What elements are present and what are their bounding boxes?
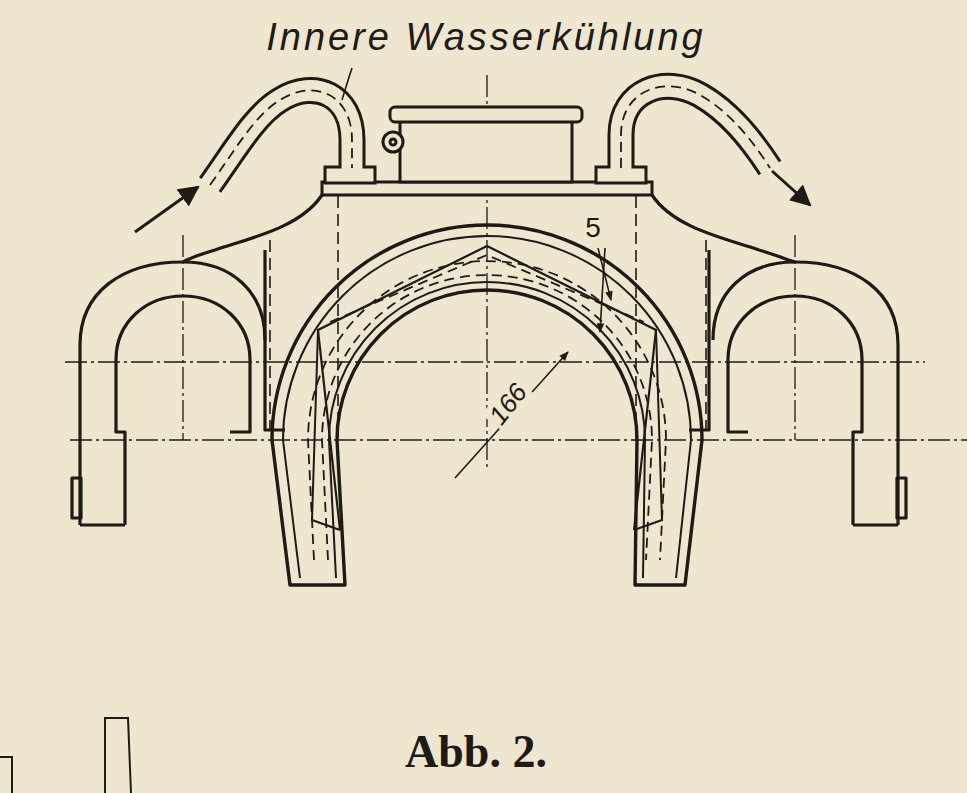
- drawing-line: [342, 68, 352, 100]
- drawing-line: [713, 262, 898, 525]
- drawing-line: [72, 478, 81, 518]
- drawing-line: [318, 246, 656, 530]
- drawing-line: [330, 255, 644, 322]
- drawing-line: [0, 757, 12, 793]
- drawing-line: [635, 196, 637, 438]
- drawing-line: [272, 225, 702, 585]
- drawing-line: [455, 352, 568, 478]
- drawing-line: [390, 139, 396, 145]
- drawing-line: [116, 296, 250, 525]
- arch: [272, 225, 702, 585]
- center-lines: [65, 75, 967, 470]
- figure-caption: Abb. 2.: [405, 727, 547, 778]
- drawing-line: [390, 107, 582, 122]
- drawing-line: [853, 523, 898, 526]
- drawing-line: [794, 235, 795, 440]
- drawing-line: [634, 330, 662, 530]
- drawing-line: [308, 261, 666, 560]
- drawing-line: [728, 296, 862, 525]
- drawing-line: [652, 195, 795, 262]
- drawing-line: [183, 195, 322, 262]
- drawing-line: [208, 90, 352, 188]
- dimension-label: 166: [482, 376, 535, 433]
- drawing-line: [105, 718, 131, 793]
- drawing-line: [135, 187, 198, 232]
- cooling-pipes: [208, 86, 772, 188]
- drawing-line: [312, 330, 340, 530]
- drawing-line: [772, 171, 810, 205]
- drawing-line: [210, 90, 352, 185]
- drawing-line: [337, 196, 339, 438]
- cover-plate: [322, 107, 652, 195]
- left-ear: [72, 262, 265, 525]
- body-outline: [183, 195, 795, 430]
- flow-arrows: [135, 171, 810, 232]
- dimension-label: 5: [582, 213, 604, 244]
- drawing-line: [283, 236, 691, 578]
- drawing-line: [383, 132, 403, 152]
- drawing-line: [897, 478, 906, 518]
- drawing-line: [322, 275, 652, 560]
- right-ear: [713, 262, 906, 525]
- drawing-line: [269, 240, 271, 430]
- drawing-line: [705, 240, 707, 430]
- drawing-line: [80, 523, 125, 526]
- drawing-line: [65, 361, 925, 362]
- drawing-line: [80, 262, 265, 525]
- drawing-line: [329, 282, 645, 578]
- drawing-line: [70, 439, 967, 440]
- drawing-line: [621, 86, 772, 171]
- drawing-line: [621, 86, 770, 168]
- drawing-line: [400, 120, 572, 182]
- drawing-line: [600, 248, 605, 332]
- cooling-channel: [308, 246, 666, 560]
- drawing-line: [182, 235, 183, 440]
- page-fragments: [0, 718, 131, 793]
- callout-label: Innere Wasserkühlung: [266, 17, 706, 59]
- leader-lines: [342, 68, 611, 478]
